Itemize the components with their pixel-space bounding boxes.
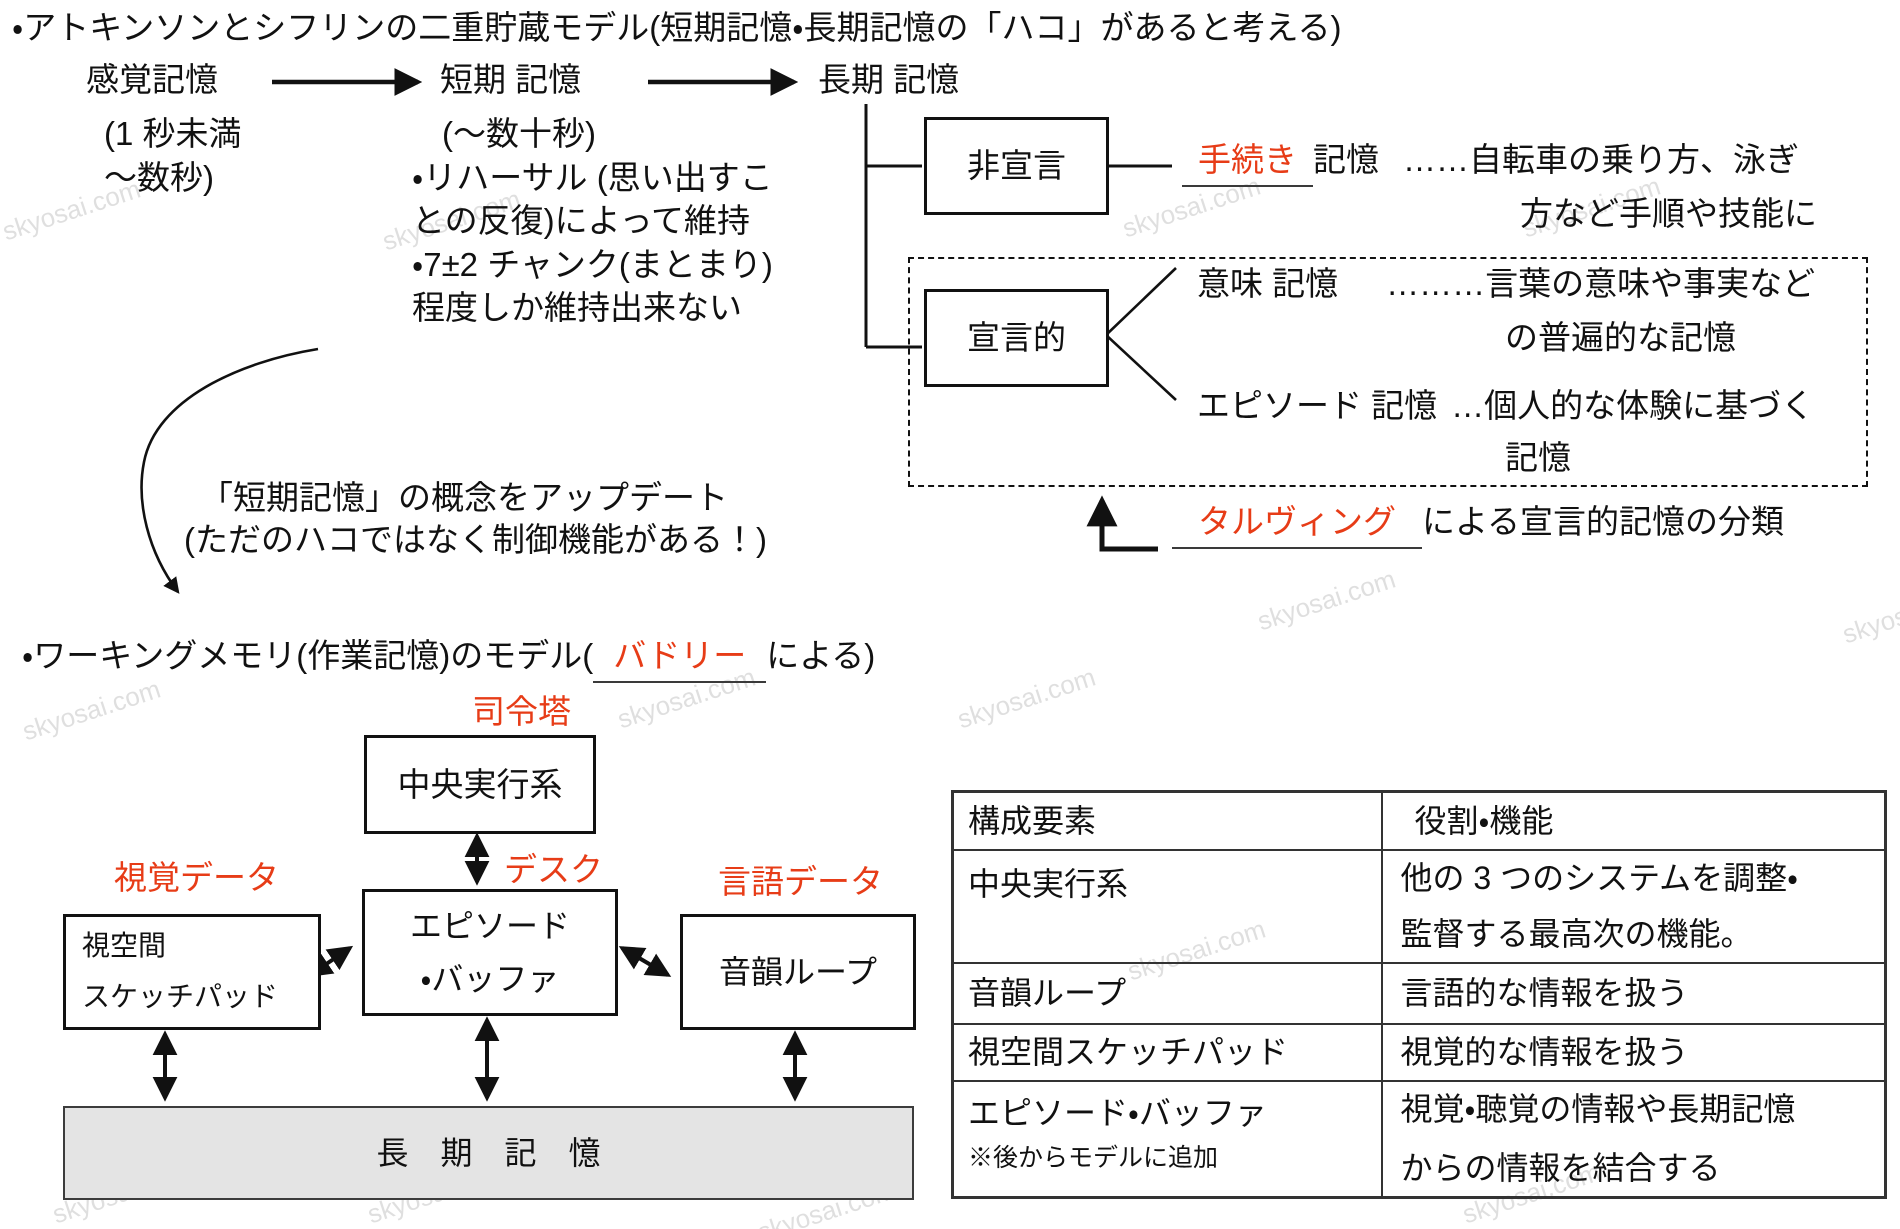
table-row: 音韻ループ 言語的な情報を扱う bbox=[951, 961, 1887, 1025]
table-cell-component: 視空間スケッチパッド bbox=[951, 1022, 1383, 1082]
ltm-tree-lines bbox=[864, 104, 922, 349]
update-note-line2: (ただのハコではなく制御機能がある！) bbox=[184, 521, 767, 558]
visuospatial-label-line1: 視空間 bbox=[82, 930, 167, 962]
procedural-desc-line2: 方など手順や技能に bbox=[1520, 195, 1817, 232]
table-cell-component-main: エピソード・バッファ bbox=[968, 1094, 1267, 1131]
semantic-label: 意味 記憶 bbox=[1197, 265, 1339, 302]
visuospatial-sketchpad-box: 視空間 スケッチパッド bbox=[63, 914, 321, 1030]
flow-node-sensory-memory: 感覚記憶 bbox=[86, 61, 218, 98]
semantic-desc-line1: ………言葉の意味や事実など bbox=[1386, 265, 1816, 302]
table-cell-component-note: ※後からモデルに追加 bbox=[968, 1143, 1219, 1172]
procedural-suffix: 記憶 bbox=[1313, 141, 1379, 178]
flow-node-short-term-memory: 短期 記憶 bbox=[440, 61, 582, 98]
table-cell-component: 中央実行系 bbox=[951, 848, 1383, 964]
short-note-line4: ・7±2 チャンク(まとまり) bbox=[412, 245, 773, 283]
update-note-line1: 「短期記憶」の概念をアップデート bbox=[200, 479, 728, 516]
episodic-buffer-label-line1: エピソード bbox=[409, 908, 570, 945]
nondeclarative-box: 非宣言 bbox=[924, 117, 1109, 215]
table-cell-role-line2: 監督する最高次の機能。 bbox=[1400, 916, 1753, 952]
table-header-role: 役割・機能 bbox=[1380, 790, 1887, 851]
tulving-line: タルヴィングによる宣言的記憶の分類 bbox=[1172, 502, 1784, 549]
table-header-component: 構成要素 bbox=[951, 790, 1383, 851]
working-memory-components-table: 構成要素 役割・機能 中央実行系 他の 3 つのシステムを調整・ 監督する最高次… bbox=[951, 790, 1887, 1199]
central-executive-label: 中央実行系 bbox=[397, 765, 563, 803]
short-note-line3: との反復)によって維持 bbox=[412, 202, 751, 240]
tulving-corner-arrow bbox=[1086, 495, 1158, 552]
procedural-blank-answer: 手続き bbox=[1182, 140, 1313, 187]
visuospatial-label: 視空間 スケッチパッド bbox=[82, 928, 278, 1016]
procedural-desc-line1: ……自転車の乗り方、泳ぎ bbox=[1403, 141, 1799, 178]
episodic-buffer-box: エピソード ・バッファ bbox=[362, 889, 618, 1016]
table-cell-role: 視覚・聴覚の情報や長期記憶 からの情報を結合する bbox=[1380, 1079, 1887, 1199]
phonological-loop-box: 音韻ループ bbox=[680, 914, 916, 1030]
episodic-desc-line2: 記憶 bbox=[1505, 439, 1571, 476]
phonological-loop-label: 音韻ループ bbox=[718, 953, 878, 990]
wm-heading-suffix: による) bbox=[766, 637, 876, 674]
table-cell-component: 音韻ループ bbox=[951, 961, 1383, 1025]
language-data-label: 言語データ bbox=[718, 863, 883, 900]
table-header-row: 構成要素 役割・機能 bbox=[951, 790, 1887, 851]
declarative-label: 宣言的 bbox=[967, 319, 1066, 357]
table-cell-role: 言語的な情報を扱う bbox=[1380, 961, 1887, 1025]
long-term-memory-bar-label: 長 期 記 憶 bbox=[376, 1134, 601, 1171]
desk-label: デスク bbox=[504, 851, 603, 888]
declarative-box: 宣言的 bbox=[924, 289, 1109, 387]
short-note-line2: ・リハーサル (思い出すこ bbox=[412, 158, 773, 196]
commander-label: 司令塔 bbox=[472, 693, 571, 730]
page-title: ・アトキンソンとシフリンの二重貯蔵モデル(短期記憶・長期記憶の「ハコ」があると考… bbox=[12, 9, 1342, 46]
tulving-classification-dashed-box bbox=[908, 257, 1868, 487]
table-cell-role: 他の 3 つのシステムを調整・ 監督する最高次の機能。 bbox=[1380, 848, 1887, 964]
long-term-memory-bar: 長 期 記 憶 bbox=[63, 1106, 914, 1200]
semantic-desc-line2: の普遍的な記憶 bbox=[1505, 319, 1736, 356]
semantic-memory-line: 意味 記憶 ………言葉の意味や事実など bbox=[1197, 264, 1815, 304]
short-term-memory-note: (〜数十秒) ・リハーサル (思い出すこ との反復)によって維持 ・7±2 チャ… bbox=[412, 112, 773, 330]
visuospatial-label-line2: スケッチパッド bbox=[82, 981, 279, 1012]
flow-node-long-term-memory: 長期 記憶 bbox=[818, 61, 960, 98]
short-note-line5: 程度しか維持出来ない bbox=[412, 289, 742, 327]
table-row: 中央実行系 他の 3 つのシステムを調整・ 監督する最高次の機能。 bbox=[951, 848, 1887, 964]
tulving-blank-answer: タルヴィング bbox=[1172, 502, 1422, 549]
sensory-memory-note: (1 秒未満 〜数秒) bbox=[104, 112, 242, 199]
episodic-memory-line: エピソード 記憶 …個人的な体験に基づく bbox=[1197, 386, 1814, 426]
declarative-branch-lines bbox=[1104, 267, 1177, 401]
wm-heading-prefix: ・ワーキングメモリ(作業記憶)のモデル( bbox=[22, 637, 594, 674]
sensory-note-line1: (1 秒未満 bbox=[104, 115, 242, 152]
procedural-memory-line: 手続き記憶 ……自転車の乗り方、泳ぎ bbox=[1182, 140, 1799, 187]
visual-data-label: 視覚データ bbox=[114, 859, 279, 896]
episodic-label: エピソード 記憶 bbox=[1197, 387, 1438, 424]
table-cell-role-line1: 視覚・聴覚の情報や長期記憶 bbox=[1400, 1091, 1796, 1128]
episodic-buffer-label: エピソード ・バッファ bbox=[410, 905, 570, 999]
sensory-note-line2: 〜数秒) bbox=[104, 158, 214, 196]
table-cell-role-line2: からの情報を結合する bbox=[1400, 1149, 1721, 1186]
table-cell-role-line1: 他の 3 つのシステムを調整・ bbox=[1400, 859, 1799, 896]
episodic-buffer-label-line2: ・バッファ bbox=[420, 960, 560, 997]
table-cell-role: 視覚的な情報を扱う bbox=[1380, 1022, 1887, 1082]
table-cell-component: エピソード・バッファ ※後からモデルに追加 bbox=[951, 1079, 1383, 1199]
arrow-episodic-phonological bbox=[618, 946, 672, 977]
table-row: エピソード・バッファ ※後からモデルに追加 視覚・聴覚の情報や長期記憶 からの情… bbox=[951, 1079, 1887, 1199]
table-row: 視空間スケッチパッド 視覚的な情報を扱う bbox=[951, 1022, 1887, 1082]
episodic-desc-line1: …個人的な体験に基づく bbox=[1451, 387, 1815, 424]
tulving-suffix: による宣言的記憶の分類 bbox=[1422, 503, 1785, 540]
update-curved-arrow bbox=[140, 347, 319, 594]
baddeley-blank-answer: バドリー bbox=[593, 636, 767, 683]
nondeclarative-label: 非宣言 bbox=[967, 147, 1066, 185]
short-note-line1: (〜数十秒) bbox=[442, 115, 596, 152]
central-executive-box: 中央実行系 bbox=[364, 735, 596, 834]
working-memory-heading: ・ワーキングメモリ(作業記憶)のモデル(バドリーによる) bbox=[22, 636, 875, 683]
